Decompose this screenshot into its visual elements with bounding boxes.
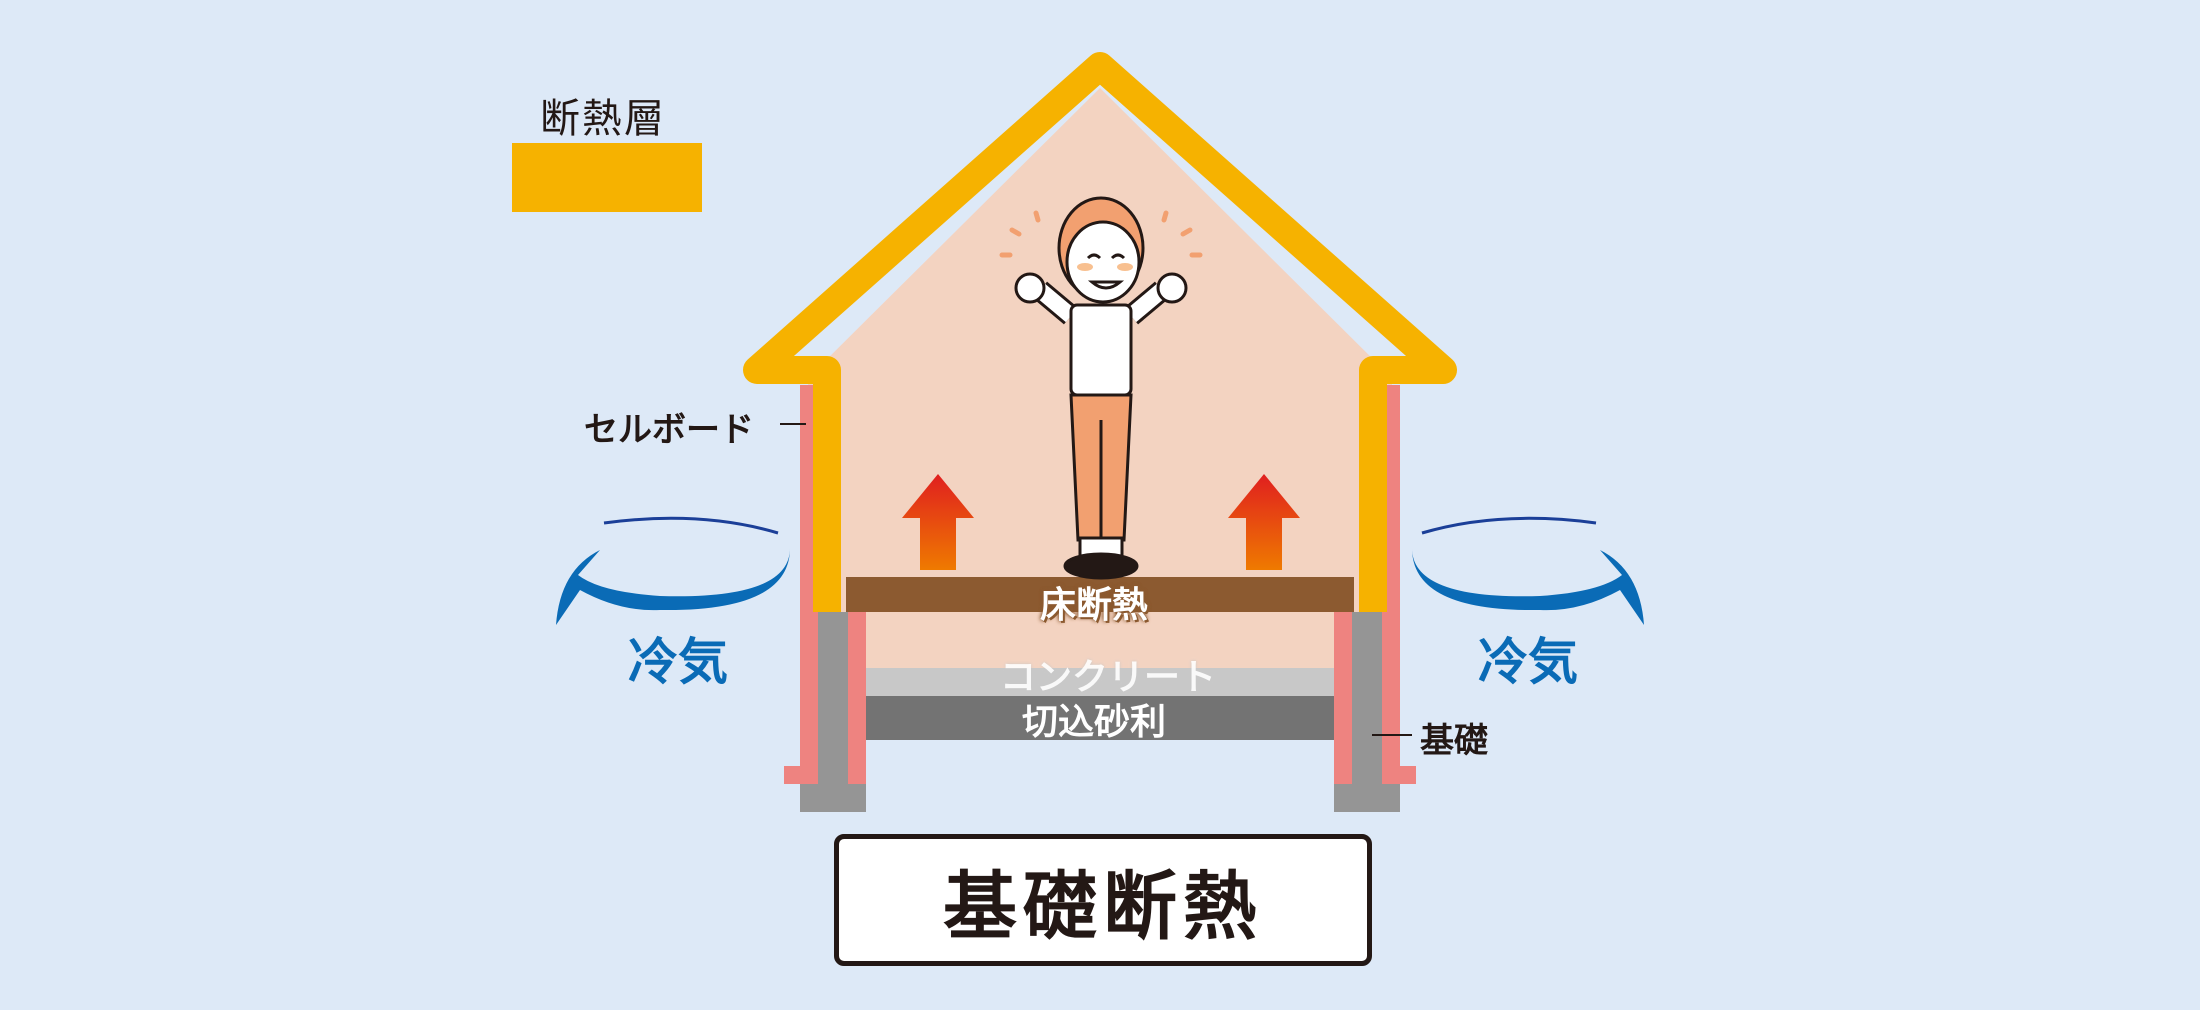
sparkle-icon — [999, 210, 1203, 258]
heat-arrow-right-icon — [1228, 474, 1300, 570]
diagram-title: 基礎断熱 — [943, 863, 1263, 950]
foundation-label: 基礎 — [1420, 721, 1488, 761]
cellboard-label: セルボード — [584, 410, 754, 450]
cold-air-arrow-right-icon — [1412, 516, 1644, 625]
cold-air-label-left: 冷気 — [628, 633, 728, 691]
cold-air-label-right: 冷気 — [1478, 633, 1578, 691]
foundation-right — [1334, 612, 1400, 812]
legend-insulation-swatch — [512, 143, 702, 212]
foundation-left — [800, 612, 866, 812]
floor-insulation-band — [846, 577, 1354, 612]
gravel-label: 切込砂利 — [1022, 702, 1167, 743]
title-box: 基礎断熱 — [834, 834, 1372, 966]
concrete-label: コンクリート — [1000, 657, 1217, 698]
insulation-envelope — [743, 52, 1457, 612]
heat-arrow-left-icon — [902, 474, 974, 570]
concrete-layer — [866, 668, 1334, 696]
gravel-layer — [866, 696, 1334, 740]
floor-insulation-label: 床断熱 — [1040, 585, 1149, 626]
legend-label: 断熱層 — [540, 96, 666, 142]
cold-air-arrow-left-icon — [556, 516, 790, 625]
person-illustration — [1014, 196, 1188, 580]
